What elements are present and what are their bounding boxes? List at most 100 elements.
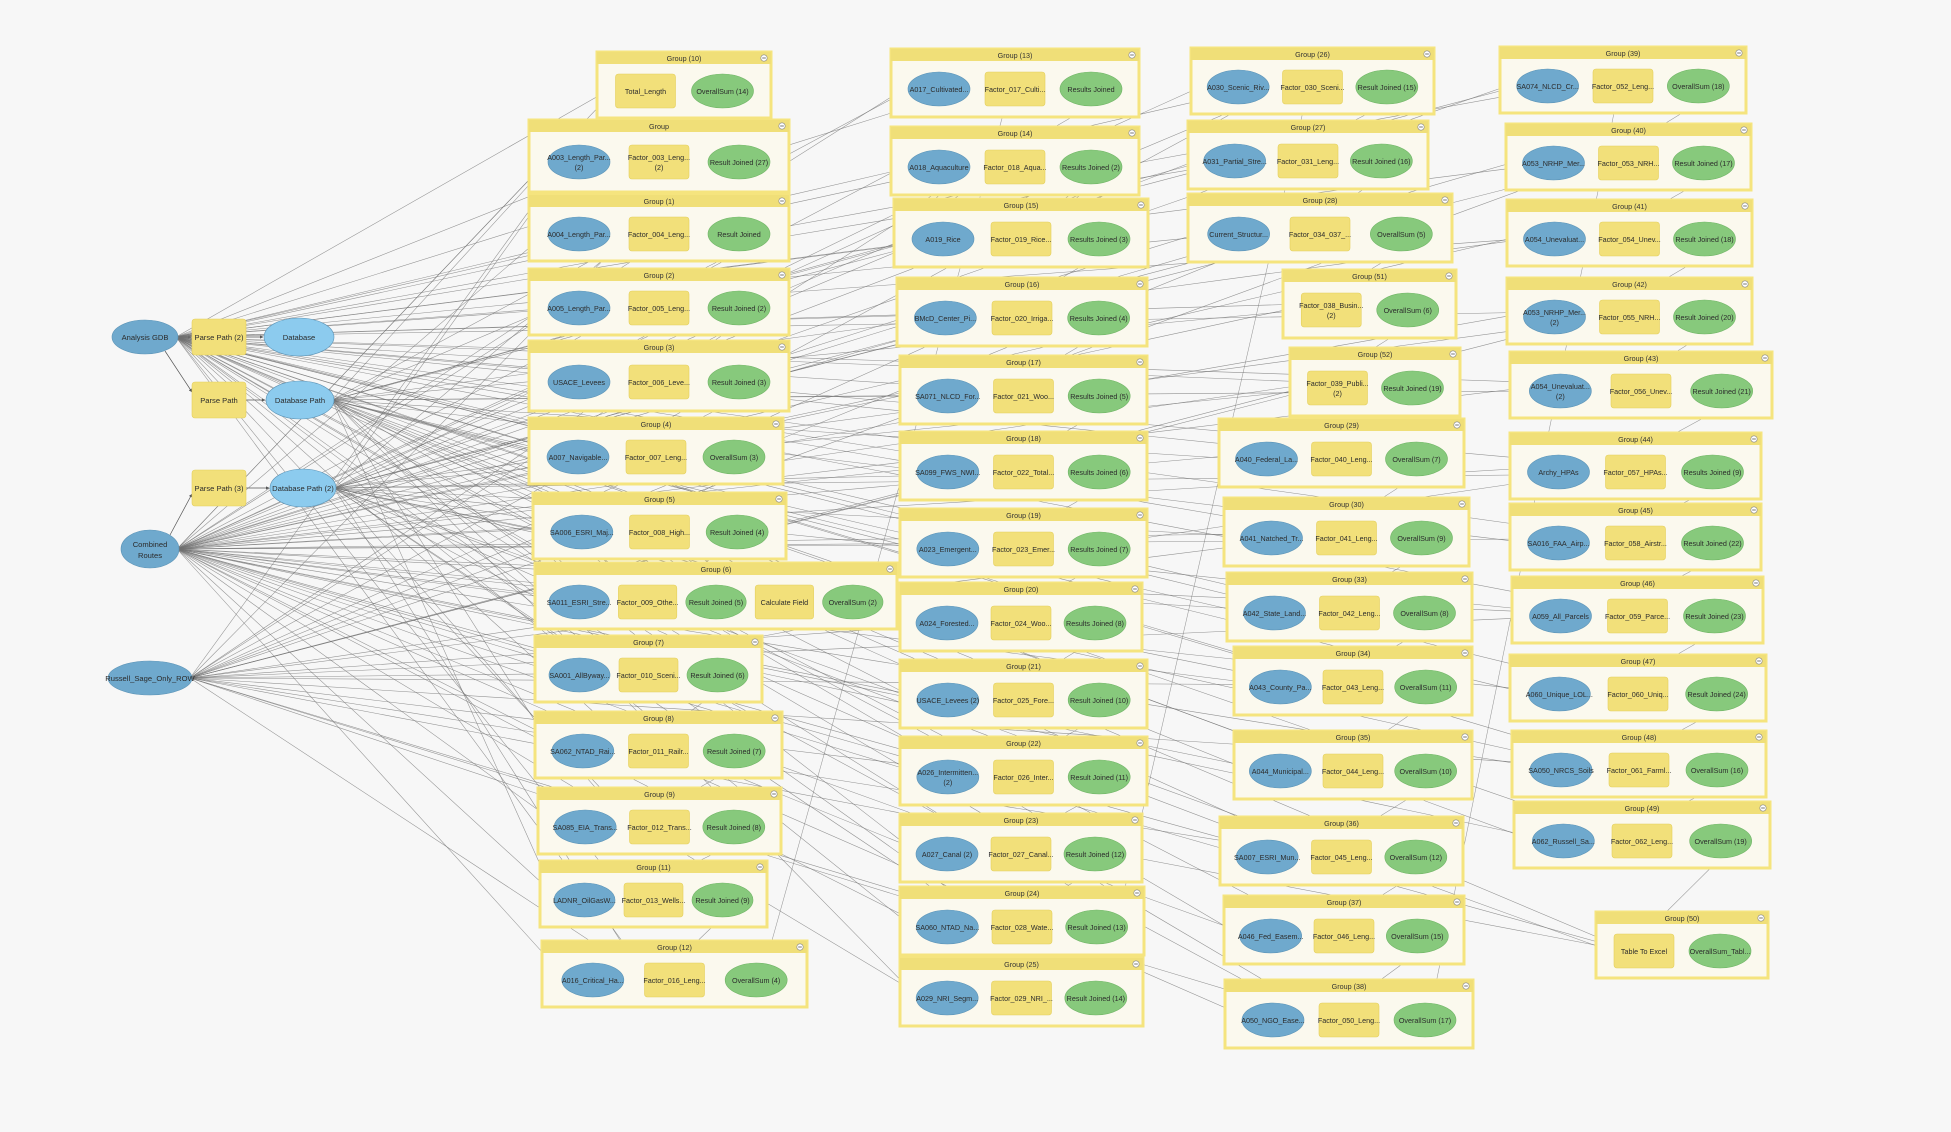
collapse-icon[interactable] xyxy=(1761,354,1769,362)
collapse-icon[interactable] xyxy=(1735,49,1743,57)
collapse-icon[interactable] xyxy=(1133,889,1141,897)
collapse-icon[interactable] xyxy=(886,565,894,573)
overallsum-14-output[interactable]: OverallSum (14) xyxy=(691,73,754,109)
a023-emergent-variable[interactable]: A023_Emergent... xyxy=(916,531,980,567)
sa085-eia-trans-variable[interactable]: SA085_EIA_Trans... xyxy=(553,809,618,845)
a003-length-par-2-variable[interactable]: A003_Length_Par...(2) xyxy=(547,144,611,180)
collapse-icon[interactable] xyxy=(775,495,783,503)
current-structur-variable[interactable]: Current_Structur... xyxy=(1207,216,1270,252)
a005-length-par-variable[interactable]: A005_Length_Par... xyxy=(547,290,611,326)
a019-rice-variable[interactable]: A019_Rice xyxy=(911,221,975,257)
collapse-icon[interactable] xyxy=(1462,982,1470,990)
factor-017-culti-tool[interactable]: Factor_017_Culti... xyxy=(985,71,1046,107)
factor-018-aqua-tool[interactable]: Factor_018_Aqua... xyxy=(983,149,1047,185)
factor-029-nri-tool[interactable]: Factor_029_NRI_... xyxy=(990,980,1053,1016)
collapse-icon[interactable] xyxy=(1750,435,1758,443)
a042-state-land-variable[interactable]: A042_State_Land... xyxy=(1243,595,1307,631)
a026-intermitten-2-variable[interactable]: A026_Intermitten...(2) xyxy=(916,759,980,795)
result-joined-14-output[interactable]: Result Joined (14) xyxy=(1064,980,1128,1016)
result-joined-12-output[interactable]: Result Joined (12) xyxy=(1063,836,1127,872)
collapse-icon[interactable] xyxy=(751,638,759,646)
group-group-9[interactable]: Group (9)SA085_EIA_Trans...Factor_012_Tr… xyxy=(536,786,783,856)
a062-russell-sa-variable[interactable]: A062_Russell_Sa... xyxy=(1532,823,1595,859)
factor-021-woo-tool[interactable]: Factor_021_Woo... xyxy=(993,378,1054,414)
result-joined-23-output[interactable]: Result Joined (23) xyxy=(1683,598,1746,634)
overallsum-16-output[interactable]: OverallSum (16) xyxy=(1685,752,1749,788)
results-joined-2-output[interactable]: Results Joined (2) xyxy=(1059,149,1123,185)
source-database[interactable]: Database xyxy=(263,317,335,357)
factor-061-farml-tool[interactable]: Factor_061_Farml... xyxy=(1607,752,1672,788)
collapse-icon[interactable] xyxy=(1445,272,1453,280)
group-group-38[interactable]: Group (38)A050_NGO_Ease...Factor_050_Len… xyxy=(1223,978,1475,1050)
source-russell-sage-only-row[interactable]: Russell_Sage_Only_ROW xyxy=(105,660,196,696)
group-group-42[interactable]: Group (42)A053_NRHP_Mer...(2)Factor_055_… xyxy=(1505,276,1754,346)
collapse-icon[interactable] xyxy=(796,943,804,951)
group-group-27[interactable]: Group (27)A031_Partial_Stre...Factor_031… xyxy=(1186,119,1430,191)
sa071-nlcd-for-variable[interactable]: SA071_NLCD_For... xyxy=(915,378,981,414)
sa050-nrcs-soils-variable[interactable]: SA050_NRCS_Soils xyxy=(1528,752,1594,788)
factor-057-hpas-tool[interactable]: Factor_057_HPAs... xyxy=(1603,454,1668,490)
a004-length-par-variable[interactable]: A004_Length_Par... xyxy=(547,216,611,252)
group-group-36[interactable]: Group (36)SA007_ESRI_Mun...Factor_045_Le… xyxy=(1218,815,1465,887)
group-group-6[interactable]: Group (6)SA011_ESRI_Stre...Factor_009_Ot… xyxy=(533,561,899,631)
sa006-esri-maj-variable[interactable]: SA006_ESRI_Maj... xyxy=(550,514,614,550)
source-parse-path[interactable]: Parse Path xyxy=(191,381,247,419)
collapse-icon[interactable] xyxy=(1417,123,1425,131)
collapse-icon[interactable] xyxy=(778,343,786,351)
result-joined-9-output[interactable]: Result Joined (9) xyxy=(691,882,754,918)
a040-federal-la-variable[interactable]: A040_Federal_La... xyxy=(1235,441,1298,477)
collapse-icon[interactable] xyxy=(1755,657,1763,665)
factor-009-othe-tool[interactable]: Factor_009_Othe... xyxy=(617,584,679,620)
source-database-path-2[interactable]: Database Path (2) xyxy=(269,468,337,508)
factor-016-leng-tool[interactable]: Factor_016_Leng... xyxy=(643,962,706,998)
collapse-icon[interactable] xyxy=(1752,579,1760,587)
sa007-esri-mun-variable[interactable]: SA007_ESRI_Mun... xyxy=(1234,839,1300,875)
group-group-21[interactable]: Group (21)USACE_Levees (2)Factor_025_For… xyxy=(898,658,1149,730)
sa016-faa-airp-variable[interactable]: SA016_FAA_Airp... xyxy=(1527,525,1590,561)
group-group-52[interactable]: Group (52)Factor_039_Publi...(2)Result J… xyxy=(1288,346,1462,418)
group-group-7[interactable]: Group (7)SA001_AllByway...Factor_010_Sce… xyxy=(533,634,764,704)
collapse-icon[interactable] xyxy=(1461,575,1469,583)
source-database-path[interactable]: Database Path xyxy=(265,380,335,420)
factor-030-sceni-tool[interactable]: Factor_030_Sceni... xyxy=(1280,69,1345,105)
factor-004-leng-tool[interactable]: Factor_004_Leng... xyxy=(628,216,690,252)
overallsum-7-output[interactable]: OverallSum (7) xyxy=(1385,441,1448,477)
overallsum-9-output[interactable]: OverallSum (9) xyxy=(1390,520,1453,556)
group-group-40[interactable]: Group (40)A053_NRHP_Mer...Factor_053_NRH… xyxy=(1504,122,1753,192)
group-group-18[interactable]: Group (18)SA099_FWS_NWI...Factor_022_Tot… xyxy=(898,430,1149,502)
group-group-30[interactable]: Group (30)A041_Natched_Tr...Factor_041_L… xyxy=(1222,496,1471,568)
collapse-icon[interactable] xyxy=(1461,649,1469,657)
sa060-ntad-na-variable[interactable]: SA060_NTAD_Na... xyxy=(915,909,979,945)
results-joined-6-output[interactable]: Results Joined (6) xyxy=(1067,454,1131,490)
factor-050-leng-tool[interactable]: Factor_050_Leng... xyxy=(1318,1002,1380,1038)
collapse-icon[interactable] xyxy=(1132,960,1140,968)
factor-019-rice-tool[interactable]: Factor_019_Rice... xyxy=(991,221,1052,257)
result-joined-5-output[interactable]: Result Joined (5) xyxy=(685,584,747,620)
group-group-43[interactable]: Group (43)A054_Unevaluat...(2)Factor_056… xyxy=(1508,350,1774,420)
results-joined-8-output[interactable]: Results Joined (8) xyxy=(1063,605,1127,641)
collapse-icon[interactable] xyxy=(1741,202,1749,210)
overallsum-11-output[interactable]: OverallSum (11) xyxy=(1394,669,1457,705)
result-joined-21-output[interactable]: Result Joined (21) xyxy=(1690,373,1753,409)
a024-forested-variable[interactable]: A024_Forested... xyxy=(915,605,979,641)
factor-053-nrh-tool[interactable]: Factor_053_NRH... xyxy=(1598,145,1660,181)
group-group-17[interactable]: Group (17)SA071_NLCD_For...Factor_021_Wo… xyxy=(898,354,1149,426)
group-group-29[interactable]: Group (29)A040_Federal_La...Factor_040_L… xyxy=(1217,417,1466,489)
group-group-39[interactable]: Group (39)SA074_NLCD_Cr...Factor_052_Len… xyxy=(1498,45,1748,115)
sa001-allbyway-variable[interactable]: SA001_AllByway... xyxy=(548,657,611,693)
group-group-28[interactable]: Group (28)Current_Structur...Factor_034_… xyxy=(1186,192,1454,264)
a031-partial-stre-variable[interactable]: A031_Partial_Stre... xyxy=(1203,143,1267,179)
collapse-icon[interactable] xyxy=(1136,434,1144,442)
collapse-icon[interactable] xyxy=(1137,201,1145,209)
group-group-33[interactable]: Group (33)A042_State_Land...Factor_042_L… xyxy=(1225,571,1474,643)
collapse-icon[interactable] xyxy=(1136,358,1144,366)
sa099-fws-nwi-variable[interactable]: SA099_FWS_NWI... xyxy=(915,454,981,490)
a030-scenic-riv-variable[interactable]: A030_Scenic_Riv... xyxy=(1206,69,1270,105)
group-group-12[interactable]: Group (12)A016_Critical_Ha...Factor_016_… xyxy=(540,939,809,1009)
